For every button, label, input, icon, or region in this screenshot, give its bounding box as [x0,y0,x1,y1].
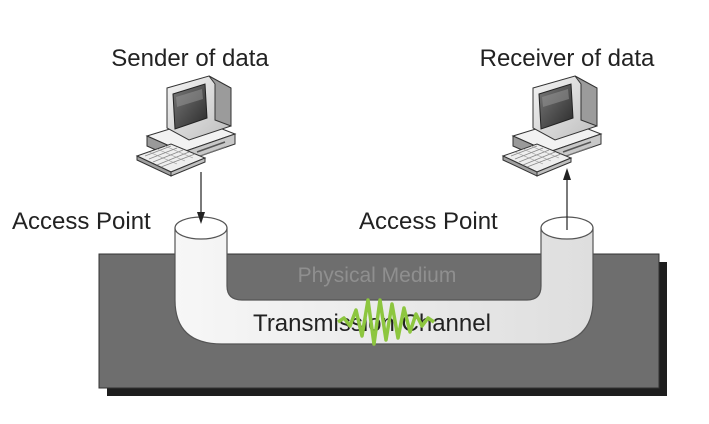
receiver-label: Receiver of data [480,45,655,72]
downlink-arrow [197,172,205,224]
sender-label: Sender of data [111,45,269,72]
access-point-left-label: Access Point [12,208,151,235]
access-point-right-label: Access Point [359,208,498,235]
desktop-computer-icon [502,75,602,177]
receiver-computer: Receiver of data [480,45,655,177]
physical-medium-label: Physical Medium [298,264,457,287]
signal-wave-icon [337,298,435,346]
desktop-computer-icon [136,75,236,177]
sender-computer: Sender of data [111,45,269,177]
uplink-arrow [563,168,571,230]
